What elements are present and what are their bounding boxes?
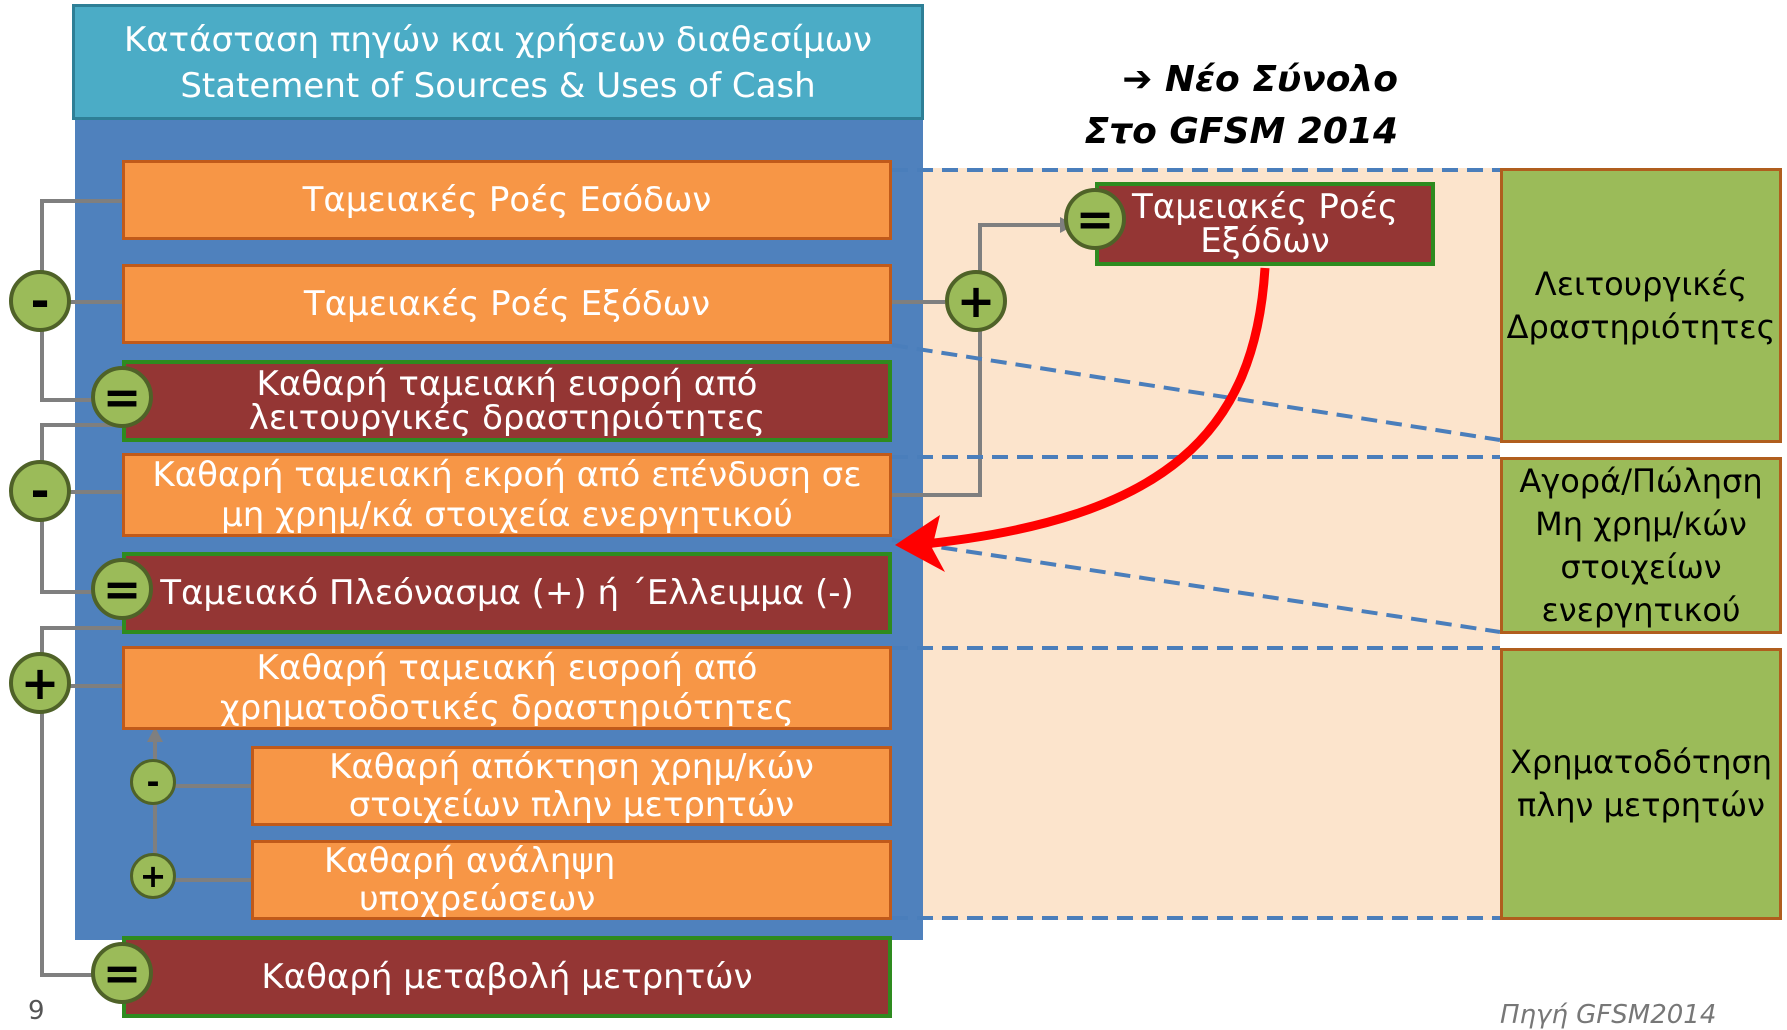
source-footer: Πηγή GFSM2014 <box>1500 1000 1717 1030</box>
category-nonfin-line-2: Μη χρημ/κών <box>1535 504 1747 543</box>
category-financing: Χρηματοδότηση πλην μετρητών <box>1500 648 1782 920</box>
red-arrowhead <box>895 515 945 572</box>
plus-operator-right: + <box>945 270 1007 332</box>
dashed-lines <box>891 168 1501 920</box>
minus-operator-1: - <box>9 270 71 332</box>
title-line-1: Κατάσταση πηγών και χρήσεων διαθεσίμων <box>123 20 873 60</box>
minus-sign-1: - <box>30 274 50 328</box>
minus-sign-2: - <box>30 464 50 518</box>
equals-sign-1: = <box>102 370 142 424</box>
net-financing-box: Καθαρή ταμειακή εισροή από χρηματοδοτικέ… <box>122 646 892 730</box>
category-financing-line-1: Χρηματοδότηση <box>1509 743 1773 781</box>
heading-line-1: ➔ Νέο Σύνολο <box>1122 59 1398 100</box>
equals-sign-3: = <box>102 946 142 1000</box>
plus-sign-small: + <box>139 857 167 895</box>
liabilities-line-2: υποχρεώσεων <box>359 879 596 919</box>
plus-sign-1: + <box>20 656 60 710</box>
new-total-box: Ταμειακές Ροές Εξόδων <box>1095 182 1435 266</box>
minus-operator-small: - <box>130 759 176 805</box>
category-financing-line-2: πλην μετρητών <box>1517 786 1765 824</box>
category-nonfin-line-4: ενεργητικού <box>1541 590 1741 629</box>
plus-operator-1: + <box>9 652 71 714</box>
equals-sign-right: = <box>1075 192 1115 246</box>
heading-line-2: Στο GFSM 2014 <box>1084 111 1398 152</box>
category-operating: Λειτουργικές Δραστηριότητες <box>1500 168 1782 443</box>
new-total-line-1: Ταμειακές Ροές <box>1132 187 1398 227</box>
category-operating-line-2: Δραστηριότητες <box>1506 307 1776 346</box>
minus-operator-2: - <box>9 460 71 522</box>
net-change-cash-box: Καθαρή μεταβολή μετρητών <box>122 936 892 1018</box>
page-number: 9 <box>28 996 45 1026</box>
net-investment-box: Καθαρή ταμειακή εκροή από επένδυση σε μη… <box>122 453 892 537</box>
net-investment-line-1: Καθαρή ταμειακή εκροή από επένδυση σε <box>152 455 862 495</box>
acquisition-financial-assets-box: Καθαρή απόκτηση χρημ/κών στοιχείων πλην … <box>251 746 892 826</box>
liabilities-line-1: Καθαρή ανάληψη <box>324 841 616 881</box>
category-nonfinancial-assets: Αγορά/Πώληση Μη χρημ/κών στοιχείων ενεργ… <box>1500 457 1782 634</box>
revenue-flows-label: Ταμειακές Ροές Εσόδων <box>302 180 712 220</box>
page-title: Κατάσταση πηγών και χρήσεων διαθεσίμων S… <box>72 4 924 120</box>
net-financing-line-2: χρηματοδοτικές δραστηριότητες <box>220 688 794 728</box>
equals-sign-2: = <box>102 562 142 616</box>
net-investment-line-2: μη χρημ/κά στοιχεία ενεργητικού <box>221 495 793 535</box>
net-operating-line-1: Καθαρή ταμειακή εισροή από <box>256 364 758 404</box>
plus-operator-small: + <box>130 853 176 899</box>
red-curve-arrow <box>914 267 1270 550</box>
net-financing-line-1: Καθαρή ταμειακή εισροή από <box>256 648 758 688</box>
category-nonfin-line-1: Αγορά/Πώληση <box>1519 461 1763 500</box>
category-nonfin-line-3: στοιχείων <box>1560 547 1722 586</box>
plus-sign-right: + <box>956 274 996 328</box>
surplus-deficit-box: Ταμειακό Πλεόνασμα (+) ή ΄Ελλειμμα (-) <box>122 552 892 634</box>
equals-operator-3: = <box>91 942 153 1004</box>
surplus-deficit-label: Ταμειακό Πλεόνασμα (+) ή ΄Ελλειμμα (-) <box>160 573 854 613</box>
acquisition-line-1: Καθαρή απόκτηση χρημ/κών <box>329 747 814 787</box>
equals-operator-right: = <box>1064 188 1126 250</box>
net-operating-line-2: λειτουργικές δραστηριότητες <box>248 398 766 438</box>
equals-operator-2: = <box>91 558 153 620</box>
expense-flows-label: Ταμειακές Ροές Εξόδων <box>303 284 711 324</box>
acquisition-line-2: στοιχείων πλην μετρητών <box>348 785 795 825</box>
net-operating-box: Καθαρή ταμειακή εισροή από λειτουργικές … <box>122 360 892 442</box>
new-total-heading: ➔ Νέο Σύνολο Στο GFSM 2014 <box>1080 54 1398 158</box>
expense-flows-box: Ταμειακές Ροές Εξόδων <box>122 264 892 344</box>
category-operating-line-1: Λειτουργικές <box>1534 264 1748 303</box>
net-change-cash-label: Καθαρή μεταβολή μετρητών <box>261 957 753 997</box>
minus-sign-small: - <box>146 763 160 801</box>
title-line-2: Statement of Sources & Uses of Cash <box>180 66 816 106</box>
revenue-flows-box: Ταμειακές Ροές Εσόδων <box>122 160 892 240</box>
new-total-line-2: Εξόδων <box>1200 221 1330 261</box>
equals-operator-1: = <box>91 366 153 428</box>
liabilities-box: Καθαρή ανάληψη υποχρεώσεων <box>251 840 892 920</box>
